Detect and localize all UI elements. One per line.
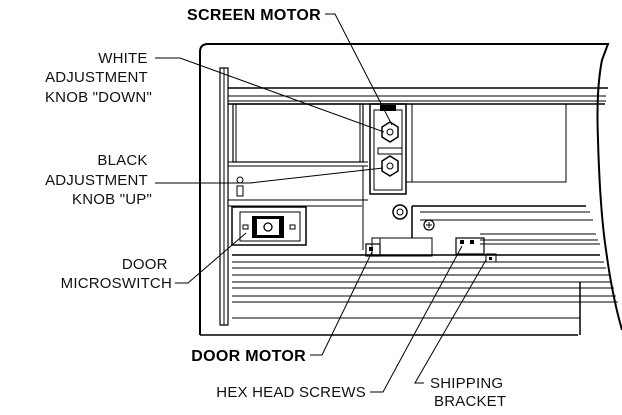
label-door-microswitch: DOOR MICROSWITCH: [61, 256, 172, 292]
label-black-knob: BLACK ADJUSTMENT KNOB "UP": [45, 152, 152, 208]
pulley: [392, 204, 408, 220]
door-microswitch-part: [231, 206, 307, 246]
label-screen-motor: SCREEN MOTOR: [187, 7, 321, 24]
cabinet-housing: [199, 43, 622, 336]
label-shipping-bracket: SHIPPING BRACKET: [430, 375, 508, 410]
shipping-bracket-part: [455, 237, 497, 263]
lower-track: [232, 205, 618, 335]
label-door-motor: DOOR MOTOR: [191, 348, 306, 365]
label-white-knob: WHITE ADJUSTMENT KNOB "DOWN": [45, 50, 152, 106]
door-motor-part: [365, 237, 433, 257]
screen-motor-part: [369, 103, 567, 195]
leader-lines: [155, 13, 487, 393]
left-compartment: [228, 103, 368, 250]
label-hex-head-screws: HEX HEAD SCREWS: [216, 384, 366, 401]
